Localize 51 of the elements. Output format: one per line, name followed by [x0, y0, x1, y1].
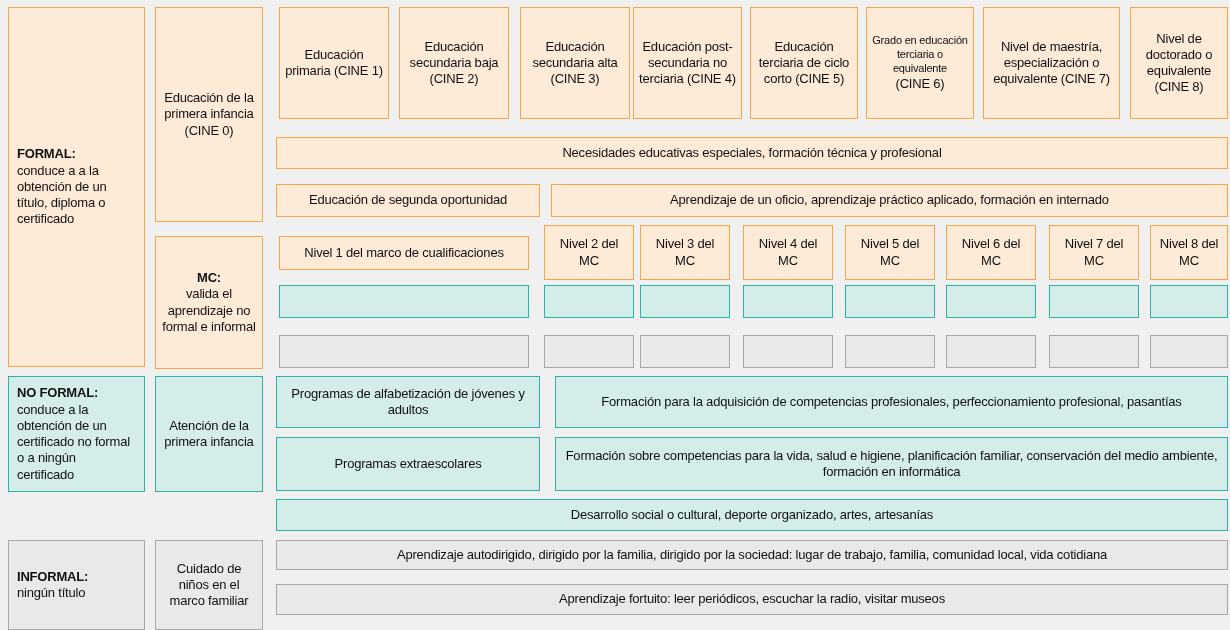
- empty-box: [279, 285, 529, 318]
- level-label: Cuidado de niños en el marco familiar: [155, 540, 263, 630]
- empty-box: [1049, 285, 1139, 318]
- level-box: [866, 7, 974, 119]
- program-label: Formación para la adquisición de competencias profesionales, perfeccionamiento profesional, pasantías: [555, 376, 1228, 428]
- program-label: Formación sobre competencias para la vida, salud e higiene, planificación familiar, conservación del medio ambiente, formación en informática: [555, 437, 1228, 491]
- level-label: Nivel 4 del MC: [743, 225, 833, 280]
- level-label: Educación secundaria alta (CINE 3): [520, 7, 630, 119]
- empty-box: [640, 335, 730, 368]
- level-label: Nivel de maestría, especialización o equivalente (CINE 7): [983, 7, 1120, 119]
- level-label: Educación de la primera infancia (CINE 0): [155, 7, 263, 222]
- empty-box: [743, 335, 833, 368]
- level-label: Nivel 8 del MC: [1150, 225, 1228, 280]
- level-label: Educación secundaria baja (CINE 2): [399, 7, 509, 119]
- category-label: FORMAL: conduce a a la obtención de un título, diploma o certificado: [8, 7, 145, 367]
- empty-box: [845, 285, 935, 318]
- level-label: Educación post-secundaria no terciaria (CINE 4): [633, 7, 742, 119]
- program-label: Desarrollo social o cultural, deporte organizado, artes, artesanías: [276, 499, 1228, 531]
- empty-box: [544, 335, 634, 368]
- level-label: Nivel 3 del MC: [640, 225, 730, 280]
- level-label: Nivel 5 del MC: [845, 225, 935, 280]
- empty-box: [946, 285, 1036, 318]
- category-label: NO FORMAL: conduce a la obtención de un certificado no formal o a ningún certificado: [8, 376, 145, 492]
- empty-box: [279, 335, 529, 368]
- level-label: Nivel 6 del MC: [946, 225, 1036, 280]
- level-label: Atención de la primera infancia: [155, 376, 263, 492]
- empty-box: [1150, 335, 1228, 368]
- level-label: Nivel 1 del marco de cualificaciones: [279, 236, 529, 270]
- level-label: Educación primaria (CINE 1): [279, 7, 389, 119]
- level-label: Nivel 2 del MC: [544, 225, 634, 280]
- empty-box: [743, 285, 833, 318]
- program-label: Necesidades educativas especiales, formación técnica y profesional: [276, 137, 1228, 169]
- program-label: Aprendizaje fortuito: leer periódicos, escuchar la radio, visitar museos: [276, 584, 1228, 615]
- category-label: MC: valida el aprendizaje no formal e informal: [155, 236, 263, 369]
- program-label: Aprendizaje de un oficio, aprendizaje práctico aplicado, formación en internado: [551, 184, 1228, 217]
- level-label: Nivel 7 del MC: [1049, 225, 1139, 280]
- empty-box: [544, 285, 634, 318]
- empty-box: [946, 335, 1036, 368]
- category-label: INFORMAL: ningún título: [8, 540, 145, 630]
- empty-box: [845, 335, 935, 368]
- empty-box: [640, 285, 730, 318]
- level-label: Grado en educación terciaria o equivalente: [872, 34, 968, 76]
- empty-box: [1049, 335, 1139, 368]
- program-label: Programas extraescolares: [276, 437, 540, 491]
- program-label: Programas de alfabetización de jóvenes y adultos: [276, 376, 540, 428]
- level-label: Educación terciaria de ciclo corto (CINE 5): [750, 7, 858, 119]
- program-label: Aprendizaje autodirigido, dirigido por la familia, dirigido por la sociedad: lugar de trabajo, familia, comunidad local, vida cotidiana: [276, 540, 1228, 570]
- program-label: Educación de segunda oportunidad: [276, 184, 540, 217]
- level-code: (CINE 6): [895, 75, 945, 92]
- empty-box: [1150, 285, 1228, 318]
- level-label: Nivel de doctorado o equivalente (CINE 8): [1130, 7, 1228, 119]
